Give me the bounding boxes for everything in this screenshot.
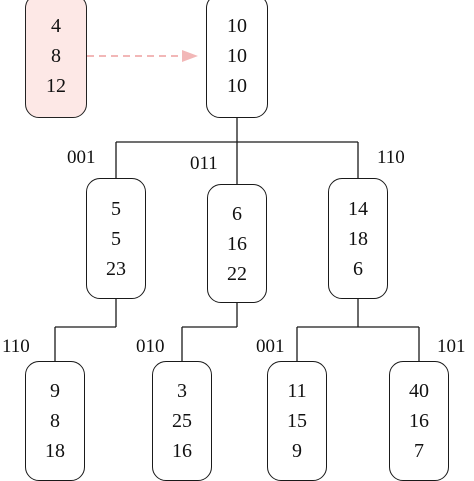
node-a1: 9 8 18 [25,361,85,481]
node-b-value-3: 22 [227,262,247,285]
edge-label-a: 001 [67,147,96,168]
node-c2-value-2: 16 [409,410,429,432]
node-c2: 40 16 7 [389,361,449,481]
node-a-value-2: 5 [111,227,121,250]
node-c-value-1: 14 [348,197,368,220]
node-c-value-3: 6 [353,257,363,280]
node-a1-value-3: 18 [45,440,65,462]
highlight-node: 4 8 12 [25,0,87,118]
edge-label-b: 011 [190,153,218,174]
node-b: 6 16 22 [207,184,267,303]
node-c2-value-1: 40 [409,380,429,402]
node-b1-value-3: 16 [172,440,192,462]
connector-b [181,303,238,361]
edge-label-c2: 101 [437,336,466,357]
root-value-2: 10 [227,45,247,67]
node-b1-value-2: 25 [172,410,192,432]
highlight-value-2: 8 [51,45,61,67]
node-c-value-2: 18 [348,227,368,250]
node-c1: 11 15 9 [267,361,327,481]
connector-a [54,299,117,361]
node-a-value-3: 23 [106,257,126,280]
connector-c [296,299,420,361]
node-a-value-1: 5 [111,197,121,220]
connector-root [115,118,359,184]
node-a1-value-2: 8 [50,410,60,432]
node-b1-value-1: 3 [177,380,187,402]
highlight-value-1: 4 [51,15,61,37]
node-b1: 3 25 16 [152,361,212,481]
edge-label-b1: 010 [136,336,165,357]
node-c: 14 18 6 [328,178,388,299]
edge-label-c1: 001 [256,336,285,357]
node-c1-value-2: 15 [287,410,307,432]
edge-label-c: 110 [377,147,405,168]
edge-label-a1: 110 [2,336,30,357]
dashed-arrow-head [182,50,198,62]
node-c1-value-3: 9 [292,440,302,462]
node-a: 5 5 23 [86,178,146,299]
node-b-value-1: 6 [232,202,242,225]
node-a1-value-1: 9 [50,380,60,402]
root-node: 10 10 10 [206,0,268,118]
root-value-1: 10 [227,15,247,37]
highlight-value-3: 12 [46,75,66,97]
node-b-value-2: 16 [227,232,247,255]
root-value-3: 10 [227,75,247,97]
node-c1-value-1: 11 [287,380,307,402]
node-c2-value-3: 7 [414,440,424,462]
